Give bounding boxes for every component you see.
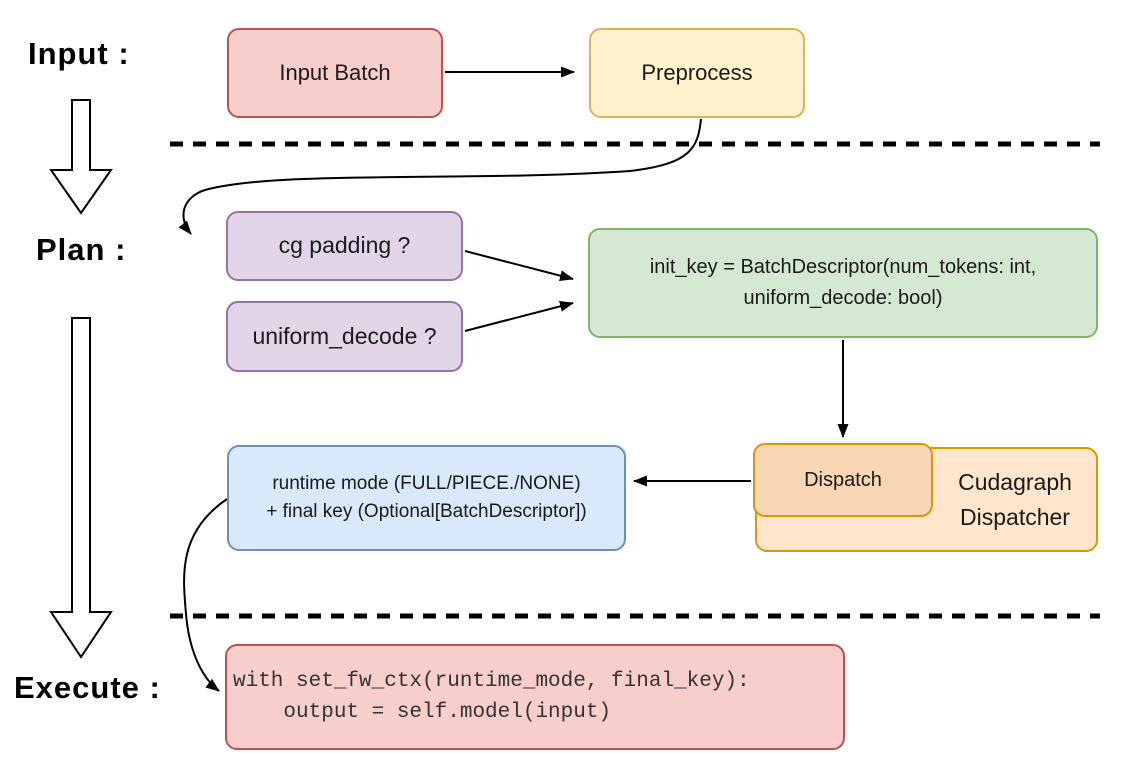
edge-uniformdecode-to-initkey xyxy=(464,300,574,332)
node-execute-code-line2: output = self.model(input) xyxy=(233,701,612,724)
edge-cgpadding-to-initkey xyxy=(464,250,574,282)
node-dispatch-label: Dispatch xyxy=(804,468,882,491)
node-uniform-decode-label: uniform_decode ? xyxy=(252,322,437,349)
stage-arrow-input-to-plan-icon xyxy=(49,99,113,215)
node-dispatch: Dispatch xyxy=(753,443,933,517)
node-cg-padding-label: cg padding ? xyxy=(278,232,411,259)
node-init-key-line1: init_key = BatchDescriptor(num_tokens: i… xyxy=(649,256,1037,278)
node-cg-padding: cg padding ? xyxy=(226,211,463,281)
node-input-batch: Input Batch xyxy=(227,28,443,118)
node-preprocess: Preprocess xyxy=(589,28,805,118)
node-uniform-decode: uniform_decode ? xyxy=(226,301,463,372)
edge-preprocess-to-cgpadding xyxy=(178,118,702,235)
node-runtime-mode: runtime mode (FULL/PIECE./NONE) + final … xyxy=(227,445,626,551)
node-preprocess-label: Preprocess xyxy=(641,60,753,86)
stage-label-input: Input : xyxy=(28,36,130,71)
node-init-key: init_key = BatchDescriptor(num_tokens: i… xyxy=(588,228,1098,338)
node-runtime-mode-line2: + final key (Optional[BatchDescriptor]) xyxy=(266,501,587,522)
node-execute-code: with set_fw_ctx(runtime_mode, final_key)… xyxy=(225,644,845,750)
stage-label-execute: Execute : xyxy=(14,670,161,705)
node-input-batch-label: Input Batch xyxy=(279,60,391,86)
node-init-key-line2: uniform_decode: bool) xyxy=(743,287,943,309)
node-execute-code-line1: with set_fw_ctx(runtime_mode, final_key)… xyxy=(233,669,750,693)
stage-label-plan: Plan : xyxy=(36,232,127,267)
node-cudagraph-dispatcher-label: Cudagraph Dispatcher xyxy=(958,469,1072,530)
node-runtime-mode-line1: runtime mode (FULL/PIECE./NONE) xyxy=(272,472,581,494)
stage-arrow-plan-to-execute-icon xyxy=(49,317,113,659)
edge-runtimemode-to-executecode xyxy=(183,498,228,692)
